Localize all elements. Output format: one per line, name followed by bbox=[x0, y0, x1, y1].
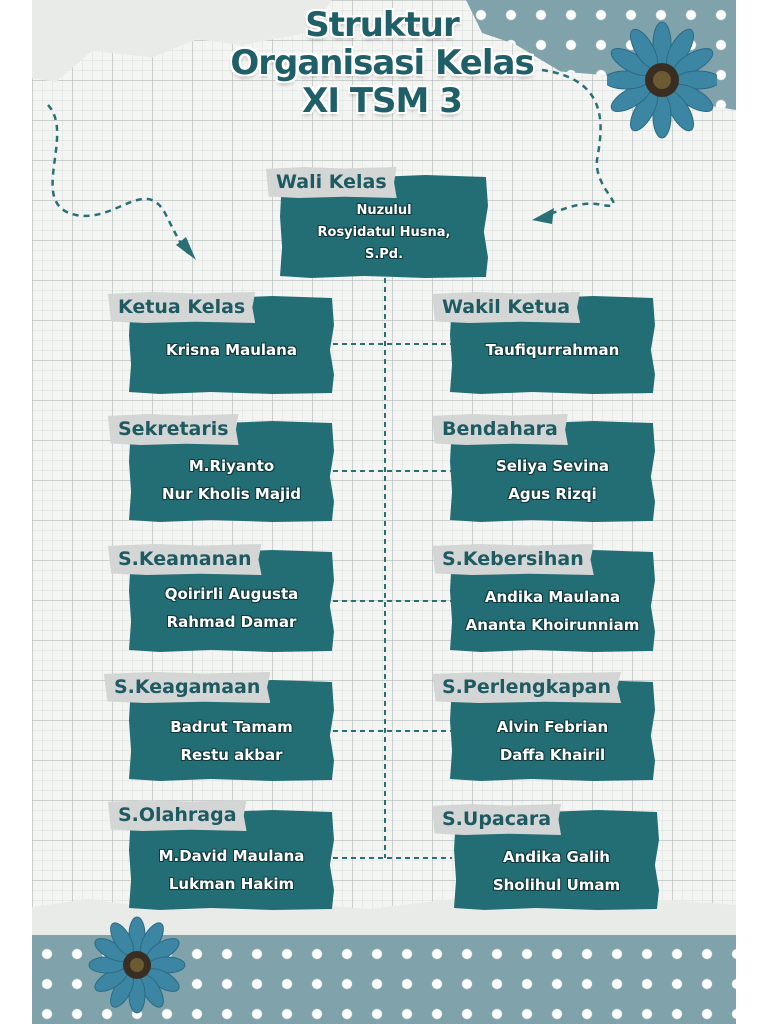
right-3-name-1: Andika Maulana bbox=[484, 588, 621, 606]
right-4-name-2: Daffa Khairil bbox=[499, 746, 606, 764]
left-5-name-2: Lukman Hakim bbox=[168, 875, 295, 893]
left-3-name-1: Qoirirli Augusta bbox=[164, 585, 299, 603]
right-role-1: Wakil Ketua bbox=[432, 292, 581, 323]
left-names-5: M.David Maulana Lukman Hakim bbox=[129, 842, 334, 898]
left-4-name-2: Restu akbar bbox=[180, 746, 283, 764]
left-2-name-2: Nur Kholis Majid bbox=[162, 485, 301, 503]
right-names-1: Taufiqurrahman bbox=[450, 336, 655, 364]
right-role-2: Bendahara bbox=[432, 414, 568, 445]
left-names-3: Qoirirli Augusta Rahmad Damar bbox=[129, 580, 334, 636]
right-names-2: Seliya Sevina Agus Rizqi bbox=[450, 452, 655, 508]
left-5-name-1: M.David Maulana bbox=[158, 847, 305, 865]
left-role-1: Ketua Kelas bbox=[108, 292, 256, 323]
right-names-4: Alvin Febrian Daffa Khairil bbox=[450, 713, 655, 769]
blue-daisy-flower-icon bbox=[607, 21, 717, 139]
page-title: Struktur Organisasi Kelas XI TSM 3 bbox=[182, 6, 582, 120]
left-role-4: S.Keagamaan bbox=[104, 672, 271, 703]
dashed-curved-arrow-icon-right bbox=[532, 68, 615, 224]
left-role-5: S.Olahraga bbox=[108, 800, 247, 831]
left-names-4: Badrut Tamam Restu akbar bbox=[129, 713, 334, 769]
right-role-3: S.Kebersihan bbox=[432, 544, 594, 575]
wali-kelas-name-1: Nuzulul bbox=[356, 203, 412, 218]
poster: Struktur Organisasi Kelas XI TSM 3 bbox=[32, 0, 736, 1024]
left-role-2: Sekretaris bbox=[108, 414, 239, 445]
left-1-name-1: Krisna Maulana bbox=[166, 341, 297, 359]
left-names-2: M.Riyanto Nur Kholis Majid bbox=[129, 452, 334, 508]
left-2-name-1: M.Riyanto bbox=[188, 457, 275, 475]
right-names-3: Andika Maulana Ananta Khoirunniam bbox=[450, 583, 655, 639]
right-role-5: S.Upacara bbox=[432, 804, 562, 835]
left-3-name-2: Rahmad Damar bbox=[166, 613, 297, 631]
right-role-4: S.Perlengkapan bbox=[432, 672, 622, 703]
right-5-name-2: Sholihul Umam bbox=[492, 876, 621, 894]
right-2-name-1: Seliya Sevina bbox=[495, 457, 610, 475]
wali-kelas-name-2: Rosyidatul Husna, bbox=[317, 225, 451, 240]
wali-kelas-name-3: S.Pd. bbox=[364, 247, 404, 262]
title-line-1: Struktur bbox=[305, 5, 460, 45]
blue-daisy-flower-icon-bottom bbox=[88, 916, 186, 1014]
left-names-1: Krisna Maulana bbox=[129, 336, 334, 364]
left-4-name-1: Badrut Tamam bbox=[170, 718, 293, 736]
right-5-name-1: Andika Galih bbox=[503, 848, 610, 866]
wali-kelas-role: Wali Kelas bbox=[266, 167, 397, 198]
title-line-3: XI TSM 3 bbox=[302, 81, 463, 121]
title-line-2: Organisasi Kelas bbox=[230, 43, 534, 83]
right-4-name-1: Alvin Febrian bbox=[496, 718, 609, 736]
right-names-5: Andika Galih Sholihul Umam bbox=[454, 843, 659, 899]
wali-kelas-names: Nuzulul Rosyidatul Husna, S.Pd. bbox=[280, 200, 488, 266]
right-3-name-2: Ananta Khoirunniam bbox=[465, 616, 640, 634]
dashed-curved-arrow-icon bbox=[47, 104, 196, 260]
left-role-3: S.Keamanan bbox=[108, 544, 262, 575]
right-1-name-1: Taufiqurrahman bbox=[485, 341, 620, 359]
right-2-name-2: Agus Rizqi bbox=[508, 485, 597, 503]
